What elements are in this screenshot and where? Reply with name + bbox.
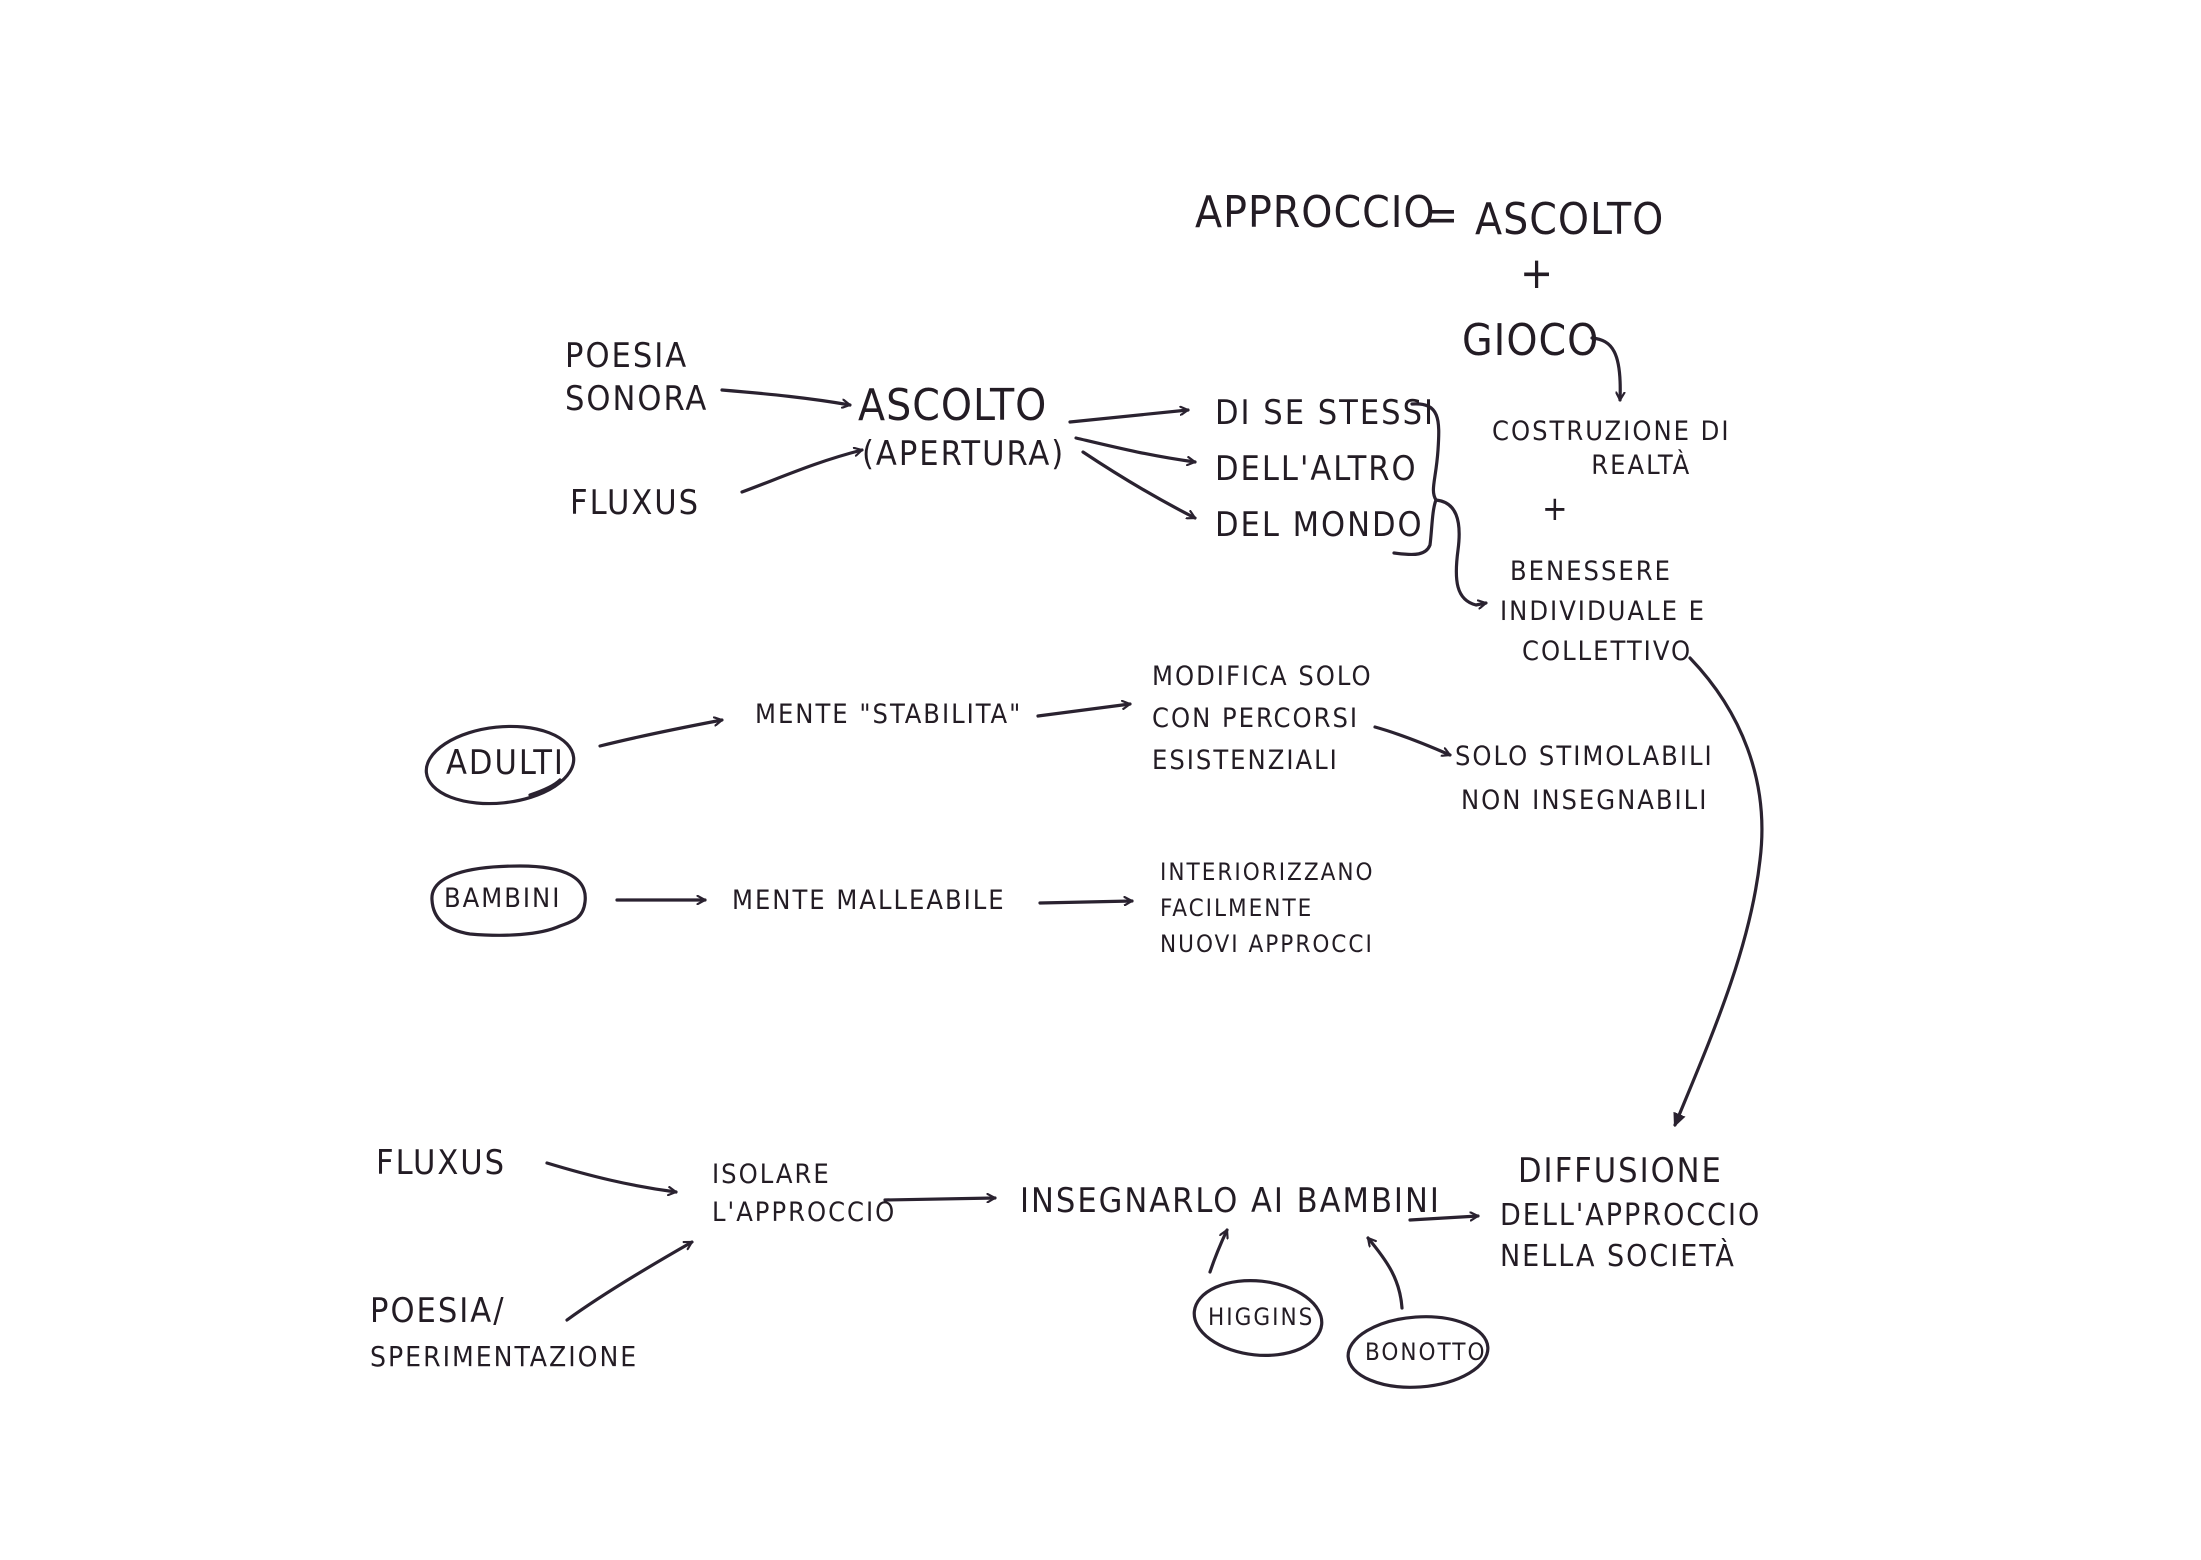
arrow-higgins-to-bambini — [1208, 1228, 1227, 1274]
poesia-sonora-label: POESIA SONORA — [565, 335, 708, 420]
higgins-node: HIGGINS — [1208, 1303, 1315, 1331]
modifica-label: MODIFICA SOLO CON PERCORSI ESISTENZIALI — [1152, 660, 1373, 777]
arrow-poesia-to-isolare — [565, 1240, 694, 1322]
arrow-modifica-to-solo — [1373, 725, 1452, 755]
fluxus-bottom-label: FLUXUS — [376, 1143, 507, 1183]
benessere-line-1: BENESSERE — [1510, 556, 1672, 587]
fluxus-top-label: FLUXUS — [570, 483, 701, 523]
modifica-line-3: ESISTENZIALI — [1152, 744, 1339, 776]
isolare-line-1: ISOLARE — [712, 1159, 831, 1190]
poesia-sonora-line-1: POESIA — [565, 336, 689, 376]
poesia-sperimentazione-label: POESIA/ SPERIMENTAZIONE — [370, 1290, 638, 1374]
arrow-fluxus-to-apertura — [740, 450, 864, 494]
interiorizzano-line-3: NUOVI APPROCCI — [1160, 930, 1374, 958]
poesia-line-2: SPERIMENTAZIONE — [370, 1339, 639, 1373]
arrow-to-del-mondo — [1081, 450, 1197, 520]
ascolto-header-label: ASCOLTO — [1475, 194, 1665, 245]
arrow-isolare-to-insegnarlo — [883, 1198, 997, 1200]
target-del-mondo: DEL MONDO — [1215, 505, 1424, 545]
ascolto-label: ASCOLTO — [858, 380, 1048, 431]
solo-stimolabili-label: SOLO STIMOLABILI NON INSEGNABILI — [1455, 740, 1714, 818]
insegnarlo-label: INSEGNARLO AI BAMBINI — [1020, 1181, 1441, 1221]
arrow-gioco-to-costruzione — [1590, 336, 1620, 402]
poesia-sonora-line-2: SONORA — [565, 378, 709, 419]
apertura-label: (APERTURA) — [862, 434, 1066, 474]
bonotto-ellipse — [1346, 1315, 1490, 1389]
target-dell-altro: DELL'ALTRO — [1215, 449, 1418, 489]
arrow-to-dell-altro — [1074, 436, 1197, 462]
arrow-adulti-to-mente — [598, 720, 724, 748]
gioco-label: GIOCO — [1462, 315, 1600, 366]
solo-line-2: NON INSEGNABILI — [1461, 784, 1709, 816]
costruzione-label: COSTRUZIONE DI REALTÀ — [1492, 415, 1731, 483]
isolare-line-2: L'APPROCCIO — [712, 1196, 897, 1228]
plus-sign-2: + — [1542, 489, 1570, 529]
arrow-mente-to-modifica — [1036, 704, 1132, 718]
arrow-mente-to-interiorizzano — [1038, 901, 1134, 903]
benessere-line-3: COLLETTIVO — [1522, 635, 1693, 667]
modifica-line-1: MODIFICA SOLO — [1152, 661, 1373, 692]
plus-sign-1: + — [1520, 248, 1555, 299]
interiorizzano-line-1: INTERIORIZZANO — [1160, 858, 1375, 886]
bambini-ellipse — [430, 864, 587, 937]
interiorizzano-label: INTERIORIZZANO FACILMENTE NUOVI APPROCCI — [1160, 857, 1375, 959]
poesia-line-1: POESIA/ — [370, 1291, 506, 1331]
arrow-to-di-se-stessi — [1068, 410, 1190, 424]
arrow-fluxus-to-isolare — [545, 1161, 678, 1192]
approccio-label: APPROCCIO — [1195, 187, 1436, 238]
arrow-poesia-sonora-to-ascolto — [720, 388, 852, 405]
benessere-label: BENESSERE INDIVIDUALE E COLLETTIVO — [1500, 555, 1706, 668]
mente-malleabile-label: MENTE MALLEABILE — [732, 885, 1006, 916]
adulti-ellipse — [424, 724, 576, 806]
adulti-node: ADULTI — [446, 743, 565, 783]
benessere-line-2: INDIVIDUALE E — [1500, 595, 1706, 627]
arrow-insegnarlo-to-diffusione — [1408, 1216, 1480, 1222]
arrow-brace-to-benessere — [1434, 498, 1488, 605]
equals-sign: = — [1425, 190, 1460, 241]
arrow-bonotto-to-bambini — [1366, 1236, 1404, 1310]
diffusione-line-2: DELL'APPROCCIO — [1500, 1197, 1762, 1233]
arrow-benessere-to-diffusione — [1673, 656, 1764, 1125]
isolare-label: ISOLARE L'APPROCCIO — [712, 1158, 896, 1230]
diffusione-label: DIFFUSIONE DELL'APPROCCIO NELLA SOCIETÀ — [1500, 1150, 1761, 1276]
bonotto-node: BONOTTO — [1365, 1338, 1487, 1366]
higgins-ellipse — [1192, 1278, 1324, 1358]
modifica-line-2: CON PERCORSI — [1152, 702, 1360, 734]
costruzione-line-2: REALTÀ — [1591, 449, 1692, 481]
costruzione-line-1: COSTRUZIONE DI — [1492, 416, 1731, 447]
diffusione-line-3: NELLA SOCIETÀ — [1500, 1239, 1736, 1274]
solo-line-1: SOLO STIMOLABILI — [1455, 741, 1714, 772]
adulti-ellipse-tail — [528, 778, 562, 797]
target-di-se-stessi: DI SE STESSI — [1215, 393, 1436, 433]
bambini-node: BAMBINI — [444, 883, 562, 914]
diffusione-line-1: DIFFUSIONE — [1518, 1151, 1723, 1191]
mente-stabilita-label: MENTE "STABILITA" — [755, 699, 1023, 730]
interiorizzano-line-2: FACILMENTE — [1160, 894, 1314, 922]
